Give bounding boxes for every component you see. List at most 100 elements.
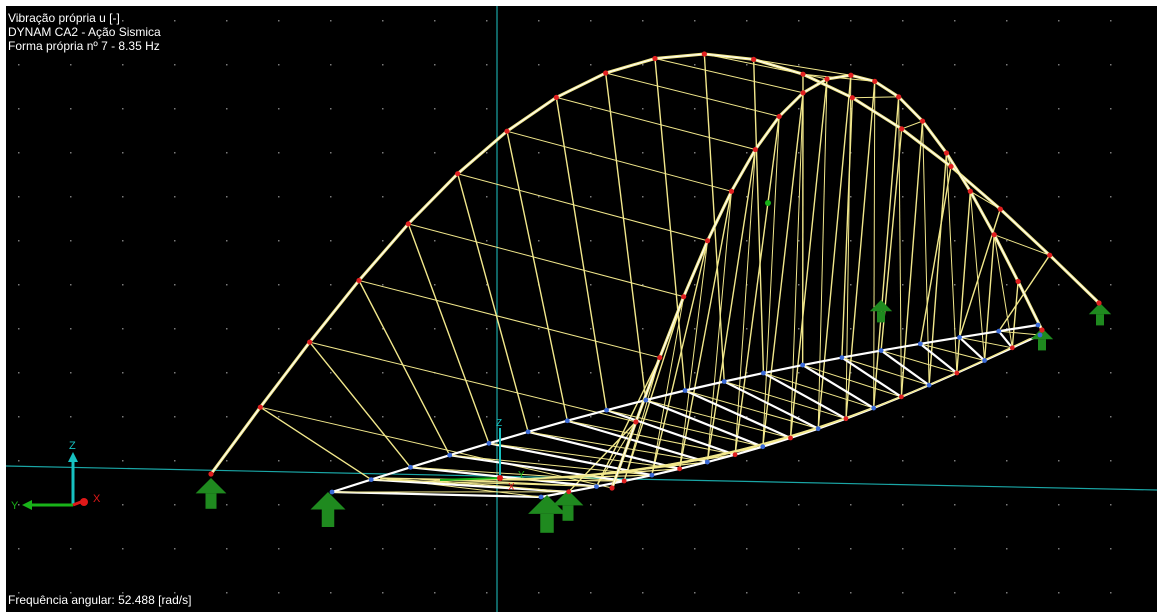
deck-diagonal: [684, 390, 819, 430]
grid-dot: [590, 152, 592, 154]
grid-dot: [746, 592, 748, 594]
hanger-cable: [919, 166, 952, 344]
grid-dot: [1058, 64, 1060, 66]
support-arrow: [195, 478, 227, 494]
viewport-border-top: [0, 0, 1160, 6]
grid-dot: [174, 20, 176, 22]
grid-dot: [746, 64, 748, 66]
grid-dot: [538, 416, 540, 418]
grid-dot: [954, 20, 956, 22]
grid-dot: [954, 416, 956, 418]
grid-dot: [486, 548, 488, 550]
grid-dot: [122, 108, 124, 110]
deck-diagonal: [920, 343, 985, 362]
grid-dot: [122, 328, 124, 330]
grid-dot: [1058, 108, 1060, 110]
deck-cross-beam: [919, 342, 958, 374]
grid-dot: [18, 372, 20, 374]
deck-diagonal: [841, 357, 930, 386]
grid-dot: [382, 328, 384, 330]
grid-dot: [798, 416, 800, 418]
grid-dot: [330, 240, 332, 242]
grid-dot: [798, 108, 800, 110]
grid-dot: [434, 240, 436, 242]
grid-dot: [954, 460, 956, 462]
hanger-cable: [604, 72, 647, 401]
center-marker: [765, 200, 771, 206]
node: [761, 370, 766, 376]
node: [704, 459, 710, 465]
grid-dot: [18, 20, 20, 22]
grid-dot: [1110, 108, 1112, 110]
arch-bracing: [852, 96, 899, 99]
grid-dot: [70, 108, 72, 110]
node: [721, 379, 727, 384]
node: [447, 452, 453, 458]
grid-dot: [694, 108, 696, 110]
arch-rib: [209, 52, 1101, 475]
node: [982, 358, 987, 363]
grid-dot: [1058, 196, 1060, 198]
hanger-cable: [623, 296, 685, 482]
support-arrow: [528, 495, 566, 514]
grid-dot: [694, 504, 696, 506]
grid-dot: [1058, 548, 1060, 550]
hanger-cable: [956, 191, 972, 374]
grid-dot: [746, 460, 748, 462]
deck-cross-beam: [567, 419, 708, 464]
grid-dot: [434, 284, 436, 286]
grid-dot: [278, 152, 280, 154]
supports: [195, 300, 1112, 533]
grid-dot: [122, 548, 124, 550]
grid-dot: [1110, 504, 1112, 506]
deck-diagonal: [880, 350, 957, 374]
origin-y-label: Y: [518, 470, 525, 481]
arch-bracing: [901, 120, 923, 130]
arch-bracing: [260, 406, 613, 489]
grid-dot: [330, 20, 332, 22]
grid-dot: [18, 416, 20, 418]
grid-dot: [174, 64, 176, 66]
grid-dot: [70, 20, 72, 22]
grid-dot: [18, 548, 20, 550]
grid-dot: [1006, 284, 1008, 286]
grid-dot: [330, 196, 332, 198]
hanger-cable: [734, 149, 756, 455]
grid-dot: [1006, 548, 1008, 550]
hanger-cable: [958, 208, 1002, 338]
grid-dot: [278, 108, 280, 110]
deck-diagonal: [452, 478, 597, 488]
node: [621, 478, 627, 484]
grid-dot: [226, 284, 228, 286]
grid-dot: [18, 64, 20, 66]
deck-diagonal: [763, 372, 874, 409]
grid-dot: [538, 548, 540, 550]
grid-dot: [382, 240, 384, 242]
grid-dot: [590, 20, 592, 22]
grid-dot: [746, 152, 748, 154]
node: [996, 328, 1002, 334]
node: [603, 70, 609, 76]
support-post: [562, 505, 574, 521]
grid-dot: [382, 20, 384, 22]
grid-dot: [174, 196, 176, 198]
grid-dot: [642, 64, 644, 66]
support-arrow: [310, 492, 346, 510]
grid-dot: [1006, 504, 1008, 506]
node: [553, 94, 559, 101]
hanger-cable: [654, 58, 686, 391]
grid-dot: [1110, 372, 1112, 374]
arch-bracing: [605, 72, 780, 117]
grid-dot: [798, 152, 800, 154]
grid-dot: [382, 460, 384, 462]
node: [843, 416, 849, 422]
grid-dot: [798, 328, 800, 330]
grid-dot: [226, 328, 228, 330]
grid-dot: [226, 504, 228, 506]
angular-frequency-label: Frequência angular: 52.488 [rad/s]: [8, 593, 192, 607]
grid-dot: [434, 152, 436, 154]
node: [800, 362, 806, 368]
grid-dot: [330, 108, 332, 110]
